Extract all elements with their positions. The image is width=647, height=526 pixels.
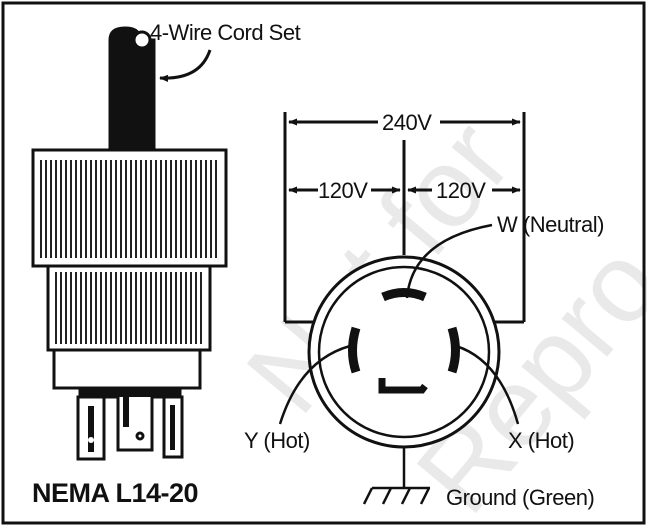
receptacle-face (307, 255, 501, 449)
plug-prongs (76, 395, 184, 461)
terminal-hot-x (447, 326, 460, 374)
plug-illustration (31, 26, 228, 461)
voltage-120-right-label: 120V (436, 178, 486, 203)
ground-terminal-label: Ground (Green) (446, 485, 594, 510)
cord-set-label: 4-Wire Cord Set (150, 20, 301, 45)
neutral-terminal-label: W (Neutral) (497, 212, 604, 237)
hot-y-terminal-label: Y (Hot) (244, 428, 310, 453)
voltage-120-left-label: 120V (318, 178, 368, 203)
voltage-240-label: 240V (382, 110, 432, 135)
hot-x-terminal-label: X (Hot) (508, 428, 574, 453)
leader-lines (278, 223, 520, 505)
cord-end-circle (132, 30, 152, 50)
terminal-neutral-w (381, 288, 427, 302)
plug-model-label: NEMA L14-20 (32, 478, 198, 508)
cord-label-arrow (159, 49, 212, 82)
terminal-ground (378, 378, 428, 394)
terminal-hot-y (348, 326, 361, 374)
plug-collar (52, 348, 202, 390)
